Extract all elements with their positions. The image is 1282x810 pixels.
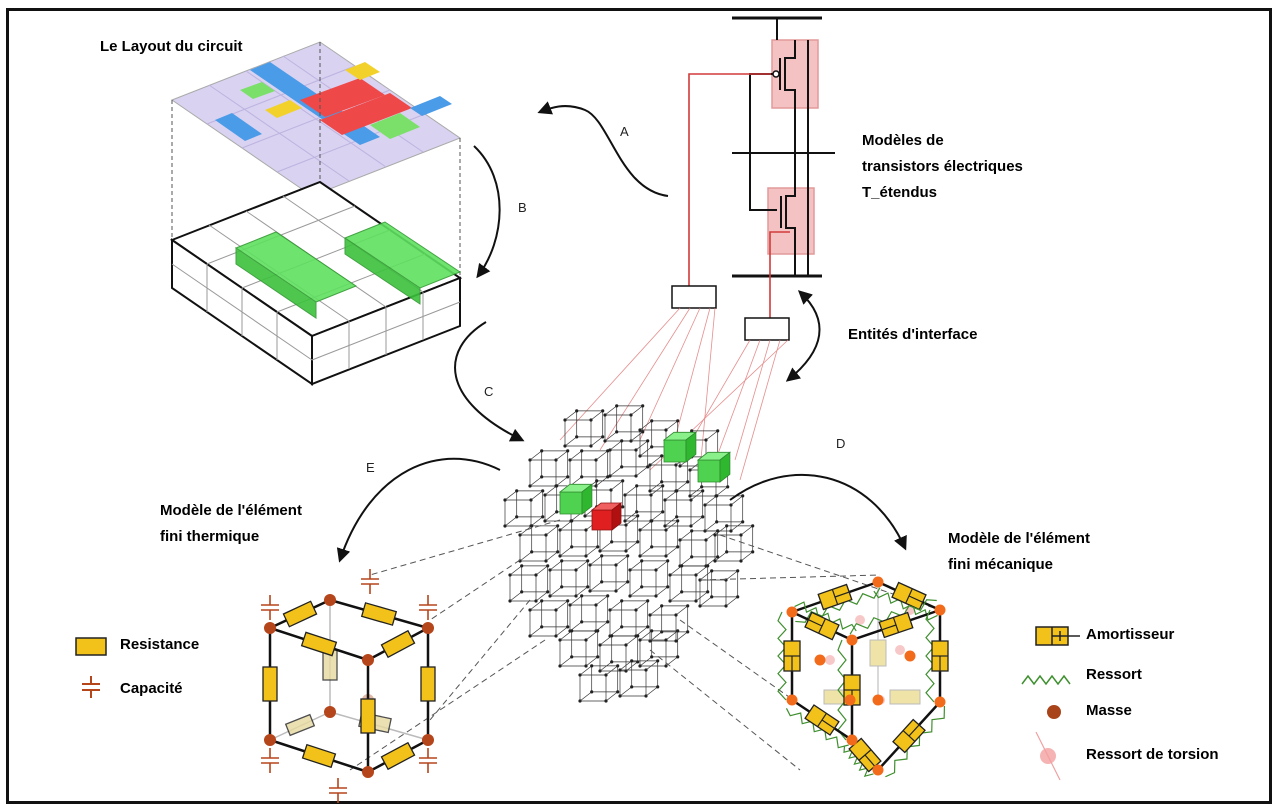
legend-torsion-label: Ressort de torsion (1086, 746, 1219, 763)
damper-legend-icon (1035, 626, 1080, 646)
torsion-legend-icon (1035, 731, 1061, 781)
legend-right-icons (1021, 626, 1080, 781)
mass-legend-icon (1047, 705, 1061, 719)
arrow-d (729, 473, 907, 551)
transistor-models-line2: transistors électriques (862, 158, 1023, 175)
mechanical-model-line1: Modèle de l'élément (948, 530, 1090, 547)
capacity-legend-icon (82, 676, 100, 698)
circuit-3d-block (169, 180, 463, 386)
step-label-e: E (366, 460, 375, 475)
thermal-model-line2: fini thermique (160, 528, 260, 545)
legend-capacity-label: Capacité (120, 680, 183, 697)
transistor-models-line1: Modèles de (862, 132, 944, 149)
step-label-a: A (620, 124, 629, 139)
arrow-interface (785, 290, 821, 382)
mechanical-model-line2: fini mécanique (948, 556, 1054, 573)
mechanical-element-model (777, 576, 949, 778)
circuit-layout-plane (170, 41, 462, 318)
arrow-a (537, 101, 669, 197)
legend-damper-label: Amortisseur (1086, 626, 1175, 643)
thermal-model-line1: Modèle de l'élément (160, 502, 302, 519)
resistance-legend-icon (75, 637, 107, 656)
legend-left-icons (75, 637, 107, 698)
finite-element-mesh (503, 404, 755, 703)
step-label-d: D (836, 436, 846, 451)
legend-resistance-label: Resistance (120, 636, 200, 653)
interface-links (559, 307, 789, 481)
step-label-c: C (484, 384, 494, 399)
arrow-b (473, 145, 501, 279)
arrow-e (336, 457, 501, 563)
transistor-schematic (671, 16, 835, 341)
layout-title: Le Layout du circuit (100, 38, 243, 55)
legend-mass-label: Masse (1086, 702, 1132, 719)
spring-legend-icon (1021, 674, 1071, 686)
interface-label: Entités d'interface (848, 326, 978, 343)
transistor-models-line3: T_étendus (862, 184, 938, 201)
legend-spring-label: Ressort (1086, 666, 1142, 683)
arrow-c (454, 321, 525, 442)
step-label-b: B (518, 200, 527, 215)
thermal-element-model (261, 569, 437, 803)
